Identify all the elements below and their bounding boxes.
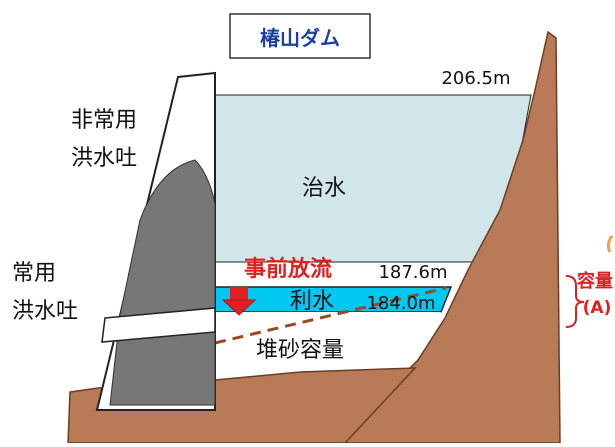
- right-bank-rock: [343, 30, 561, 444]
- regular-spillway-band: [101, 307, 216, 343]
- dam-core: [109, 159, 216, 406]
- sediment-boundary-line: [214, 286, 447, 345]
- flood-control-label: 治水: [302, 176, 346, 201]
- emergency-spillway-label-line1: 非常用: [71, 108, 137, 133]
- sediment-zone: [215, 312, 441, 368]
- flood-top-elevation-label: 187.6m: [378, 262, 447, 283]
- crest-elevation-label: 206.5m: [441, 68, 510, 89]
- title-box: [229, 13, 371, 59]
- flood-control-zone: [214, 94, 532, 263]
- edge-accent: [606, 235, 614, 253]
- water-use-label: 利水: [290, 289, 334, 314]
- arrow-shaft: [230, 287, 248, 301]
- sediment-label: 堆砂容量: [256, 338, 344, 363]
- regular-spillway-label-line2: 洪水吐: [12, 299, 78, 324]
- title-text: 椿山ダム: [260, 26, 340, 50]
- emergency-spillway-label-line2: 洪水吐: [71, 146, 137, 171]
- prior-release-label: 事前放流: [244, 256, 332, 282]
- capacity-label-line1: 容量: [577, 270, 613, 292]
- regular-spillway-label-line1: 常用: [12, 261, 56, 286]
- capacity-label-line2: (A): [583, 298, 612, 318]
- water-use-top-elevation-label: 184.0m: [366, 293, 435, 314]
- capacity-brace: [565, 275, 585, 328]
- prior-release-arrow-icon: [221, 299, 257, 316]
